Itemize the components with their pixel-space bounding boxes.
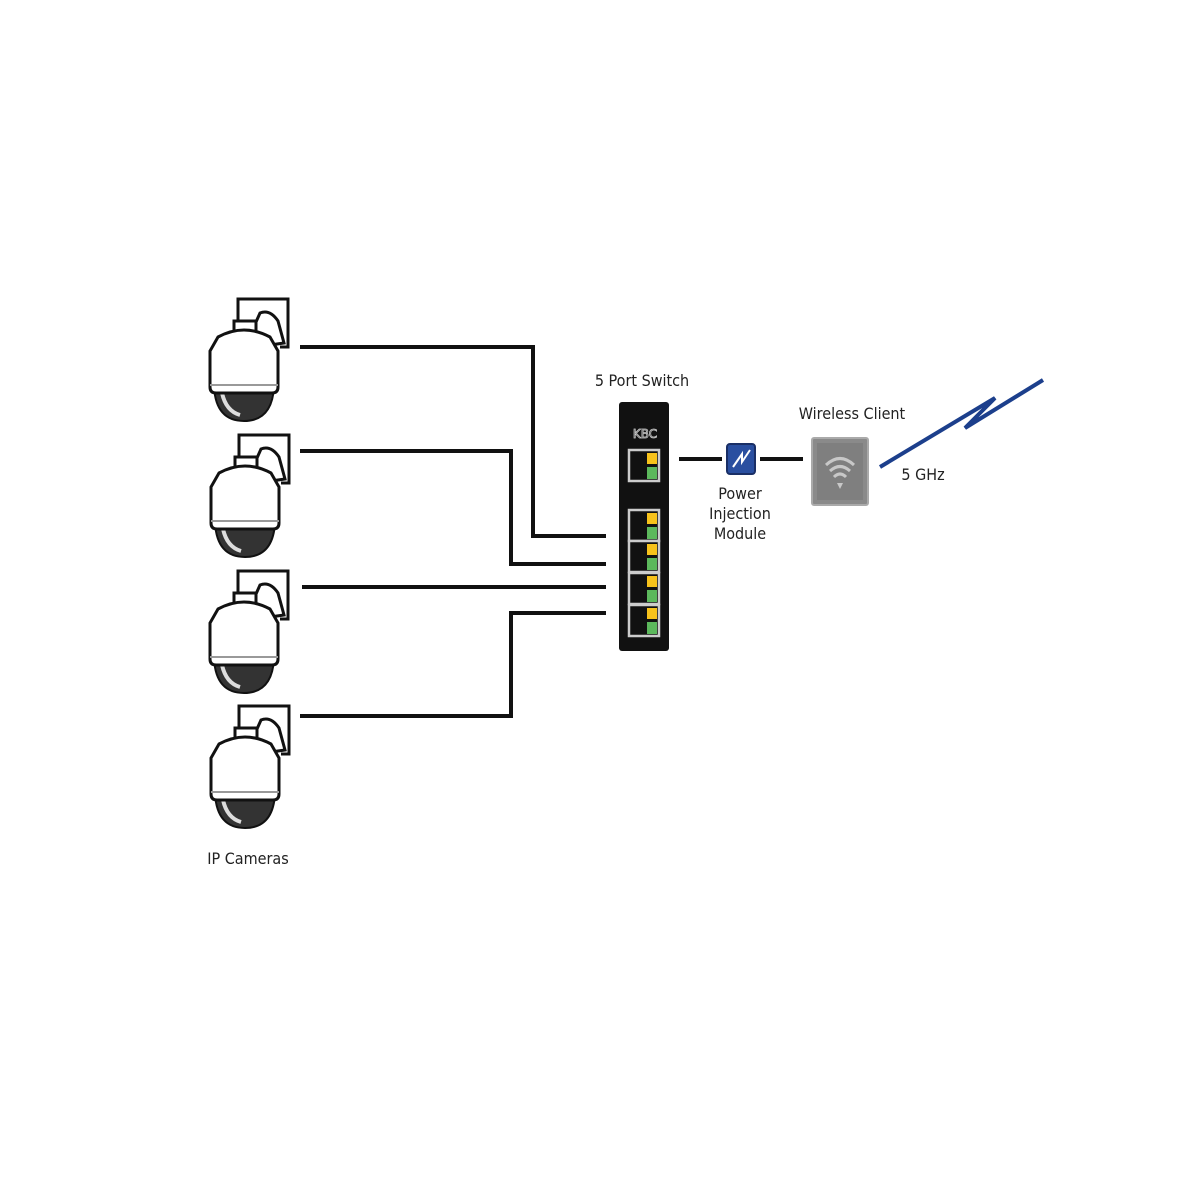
switch-port-3 [627,571,661,606]
pim-label-line-2: Injection [709,504,771,523]
wireless-client [811,437,869,506]
ip-camera-1 [208,297,290,423]
power-injection-module [726,443,756,475]
switch-port-4 [627,603,661,638]
switch-port-2 [627,539,661,574]
cable-camera-1 [300,345,606,538]
wireless-link-bolt [878,378,1045,469]
switch-brand-logo: KBC [633,427,657,441]
ip-cameras-label: IP Cameras [207,849,288,868]
ip-camera-3 [208,569,290,695]
wifi-icon [824,457,856,489]
ip-camera-2 [209,433,291,559]
wireless-client-label: Wireless Client [799,404,906,423]
cable-camera-2 [300,449,606,566]
cable-camera-4 [300,611,606,718]
switch-label: 5 Port Switch [595,371,689,390]
five-port-switch: KBC [619,402,669,651]
frequency-label: 5 GHz [901,465,944,484]
pim-label-line-3: Module [714,524,766,543]
uplink-port [627,448,661,483]
lightning-icon [732,449,751,468]
pim-label-line-1: Power [718,484,762,503]
switch-port-1 [627,508,661,543]
ip-camera-4 [209,704,291,830]
